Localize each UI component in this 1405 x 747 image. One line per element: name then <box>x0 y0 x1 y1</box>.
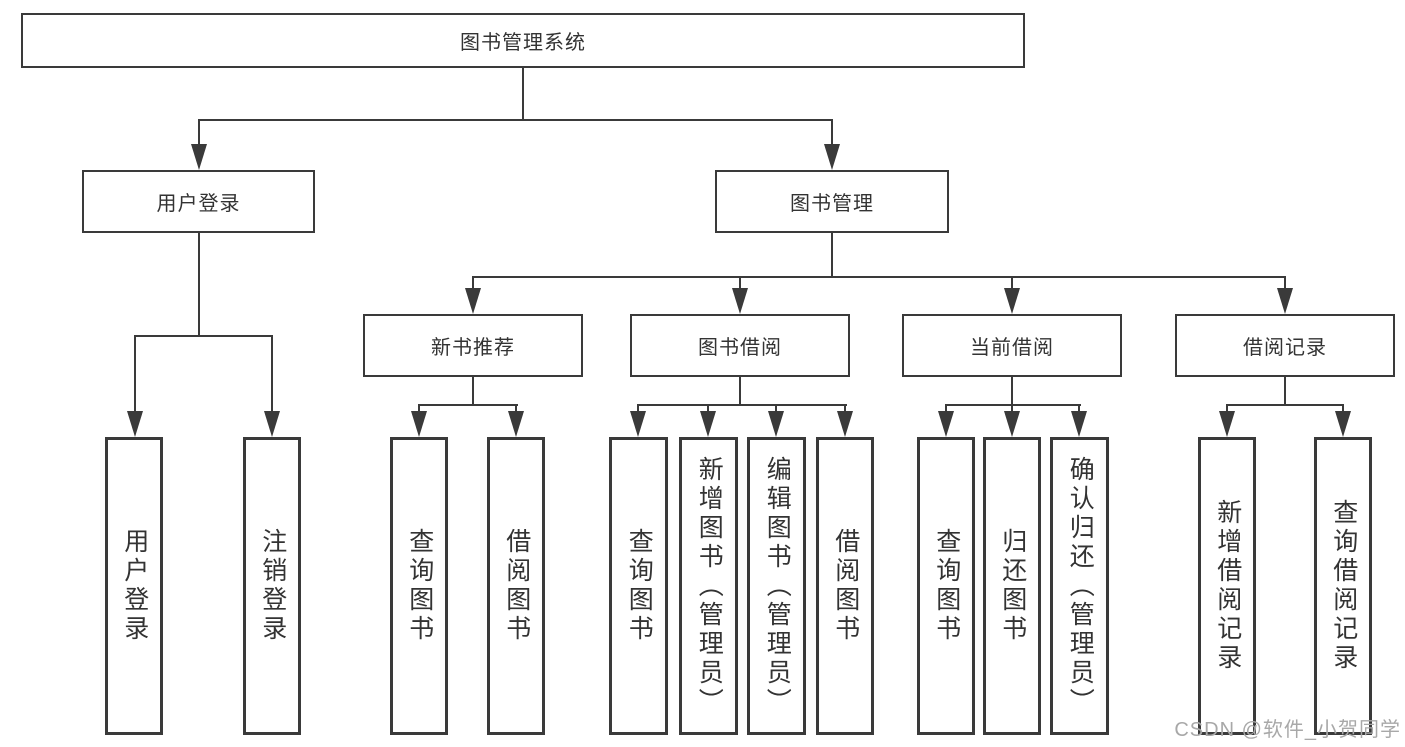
arrowhead-to-records-add <box>1219 411 1235 437</box>
leaf-recommend-borrow-books-label: 借阅图书 <box>502 528 531 644</box>
connector-user-drop-1 <box>134 336 136 414</box>
leaf-borrow-query-books: 查询图书 <box>609 437 668 735</box>
connector-borrow-stem <box>739 377 741 406</box>
connector-root-right-drop <box>831 120 833 148</box>
leaf-current-confirm-return-admin-label: 确认归还（管理员） <box>1066 455 1095 717</box>
leaf-current-query-books-label: 查询图书 <box>932 528 961 644</box>
leaf-current-confirm-return-admin: 确认归还（管理员） <box>1050 437 1109 735</box>
node-root-label: 图书管理系统 <box>460 32 586 54</box>
arrowhead-to-current-borrow <box>1004 288 1020 314</box>
node-book-management: 图书管理 <box>715 170 949 233</box>
leaf-recommend-query-books: 查询图书 <box>390 437 448 735</box>
arrowhead-to-leaf-logout <box>264 411 280 437</box>
leaf-records-query-record: 查询借阅记录 <box>1314 437 1372 735</box>
connector-mgmt-drop-1 <box>472 277 474 290</box>
arrowhead-to-borrow-query <box>630 411 646 437</box>
node-current-borrow: 当前借阅 <box>902 314 1122 377</box>
connector-mgmt-drop-3 <box>1011 277 1013 290</box>
connector-root-stem <box>522 68 524 121</box>
node-book-borrow: 图书借阅 <box>630 314 850 377</box>
leaf-borrow-add-books-admin: 新增图书（管理员） <box>679 437 738 735</box>
connector-recommend-drop-2 <box>515 405 517 415</box>
connector-records-span <box>1226 404 1344 406</box>
node-new-book-recommend-label: 新书推荐 <box>431 337 515 359</box>
node-current-borrow-label: 当前借阅 <box>970 337 1054 359</box>
leaf-borrow-edit-books-admin: 编辑图书（管理员） <box>747 437 806 735</box>
connector-borrow-drop-3 <box>775 405 777 415</box>
connector-records-drop-2 <box>1342 405 1344 415</box>
connector-root-left-drop <box>198 120 200 148</box>
leaf-current-query-books: 查询图书 <box>917 437 975 735</box>
arrowhead-to-borrow-add <box>700 411 716 437</box>
leaf-borrow-query-books-label: 查询图书 <box>625 528 654 644</box>
arrowhead-to-book-management <box>824 144 840 170</box>
connector-user-span <box>134 335 273 337</box>
leaf-borrow-add-books-admin-label: 新增图书（管理员） <box>695 455 724 717</box>
arrowhead-to-current-query <box>938 411 954 437</box>
connector-mgmt-drop-2 <box>739 277 741 290</box>
connector-current-stem <box>1011 377 1013 406</box>
arrowhead-to-borrow-borrow <box>837 411 853 437</box>
connector-recommend-span <box>418 404 518 406</box>
arrowhead-to-new-book-recommend <box>465 288 481 314</box>
leaf-borrow-borrow-books: 借阅图书 <box>816 437 874 735</box>
node-borrow-records: 借阅记录 <box>1175 314 1395 377</box>
node-new-book-recommend: 新书推荐 <box>363 314 583 377</box>
connector-mgmt-span <box>472 276 1286 278</box>
node-user-login-label: 用户登录 <box>156 193 241 215</box>
leaf-records-query-record-label: 查询借阅记录 <box>1329 499 1358 673</box>
arrowhead-to-recommend-borrow <box>508 411 524 437</box>
node-user-login: 用户登录 <box>82 170 315 233</box>
leaf-current-return-books-label: 归还图书 <box>998 528 1027 644</box>
connector-current-span <box>945 404 1081 406</box>
leaf-current-return-books: 归还图书 <box>983 437 1041 735</box>
arrowhead-to-book-borrow <box>732 288 748 314</box>
leaf-user-login-label: 用户登录 <box>120 528 149 644</box>
connector-root-span <box>198 119 833 121</box>
connector-user-stem <box>198 233 200 337</box>
arrowhead-to-leaf-user-login <box>127 411 143 437</box>
arrowhead-to-current-confirm <box>1071 411 1087 437</box>
leaf-records-add-record-label: 新增借阅记录 <box>1213 499 1242 673</box>
connector-mgmt-stem <box>831 233 833 278</box>
node-borrow-records-label: 借阅记录 <box>1243 337 1327 359</box>
connector-borrow-drop-1 <box>637 405 639 415</box>
arrowhead-to-user-login <box>191 144 207 170</box>
leaf-records-add-record: 新增借阅记录 <box>1198 437 1256 735</box>
connector-records-stem <box>1284 377 1286 406</box>
connector-mgmt-drop-4 <box>1284 277 1286 290</box>
connector-current-drop-2 <box>1011 405 1013 415</box>
connector-borrow-drop-4 <box>844 405 846 415</box>
node-book-borrow-label: 图书借阅 <box>698 337 782 359</box>
leaf-recommend-borrow-books: 借阅图书 <box>487 437 545 735</box>
node-book-management-label: 图书管理 <box>790 193 874 215</box>
arrowhead-to-borrow-edit <box>768 411 784 437</box>
connector-borrow-drop-2 <box>707 405 709 415</box>
connector-recommend-stem <box>472 377 474 406</box>
connector-borrow-span <box>637 404 847 406</box>
arrowhead-to-records-query <box>1335 411 1351 437</box>
arrowhead-to-borrow-records <box>1277 288 1293 314</box>
node-root: 图书管理系统 <box>21 13 1025 68</box>
leaf-recommend-query-books-label: 查询图书 <box>405 528 434 644</box>
connector-current-drop-1 <box>945 405 947 415</box>
connector-records-drop-1 <box>1226 405 1228 415</box>
watermark: CSDN @软件_小贺同学 <box>1174 719 1401 741</box>
leaf-borrow-borrow-books-label: 借阅图书 <box>831 528 860 644</box>
leaf-logout-label: 注销登录 <box>258 528 287 644</box>
connector-recommend-drop-1 <box>418 405 420 415</box>
connector-user-drop-2 <box>271 336 273 414</box>
leaf-borrow-edit-books-admin-label: 编辑图书（管理员） <box>763 455 792 717</box>
arrowhead-to-current-return <box>1004 411 1020 437</box>
connector-current-drop-3 <box>1078 405 1080 415</box>
leaf-user-login: 用户登录 <box>105 437 163 735</box>
leaf-logout: 注销登录 <box>243 437 301 735</box>
arrowhead-to-recommend-query <box>411 411 427 437</box>
